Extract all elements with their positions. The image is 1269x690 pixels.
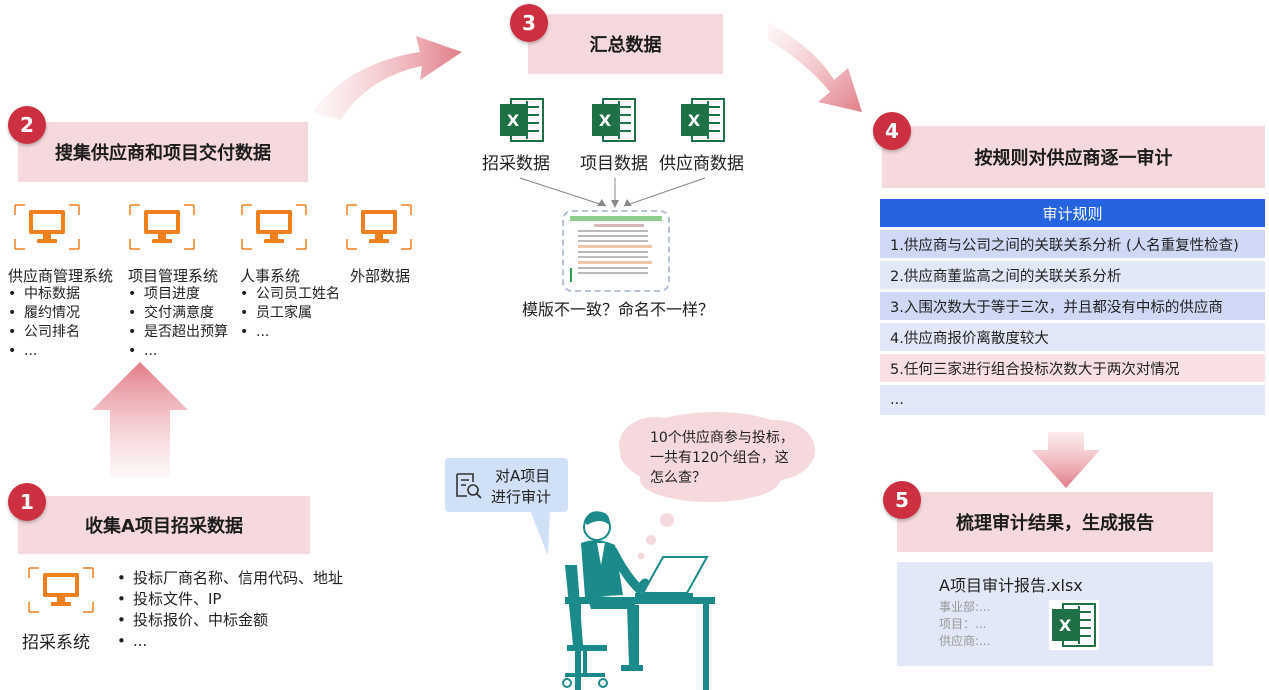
excel-file-icon: X — [500, 98, 544, 142]
computer-monitor-icon — [346, 204, 412, 250]
audit-icon — [456, 473, 482, 499]
template-preview — [562, 210, 670, 292]
file-label-supplier: 供应商数据 — [659, 154, 744, 174]
step1-title-box: 收集A项目招采数据 — [18, 496, 310, 554]
audit-callout: 对A项目 进行审计 — [445, 458, 568, 512]
svg-text:X: X — [688, 111, 701, 130]
step1-number-badge: 1 — [8, 483, 46, 521]
list-item: ... — [8, 342, 80, 361]
svg-text:X: X — [1059, 616, 1072, 635]
step5-number-badge: 5 — [883, 481, 921, 519]
step3-number-badge: 3 — [510, 4, 548, 42]
report-line-department: 事业部:... — [939, 600, 991, 614]
arrow-file3-to-template — [623, 177, 706, 207]
step3-title-box: 汇总数据 — [528, 14, 723, 74]
list-item: 投标文件、IP — [117, 589, 343, 610]
svg-text:X: X — [599, 111, 612, 130]
thought-line2: 一共有120个组合，这 — [650, 450, 789, 466]
excel-file-icon: X — [592, 98, 636, 142]
list-item: 是否超出预算 — [128, 323, 228, 342]
list-item: ... — [240, 323, 340, 342]
list-item: ... — [128, 342, 228, 361]
table-row: 5.任何三家进行组合投标次数大于两次对情况 — [880, 354, 1265, 382]
step4-title: 按规则对供应商逐一审计 — [974, 148, 1173, 169]
audit-rules-header: 审计规则 — [880, 199, 1265, 227]
callout-tail — [530, 510, 550, 556]
system-label-hr: 人事系统 — [240, 267, 301, 285]
computer-monitor-icon — [129, 204, 195, 250]
list-item: 中标数据 — [8, 285, 80, 304]
table-row: 4.供应商报价离散度较大 — [880, 323, 1265, 351]
file-label-procurement: 招采数据 — [482, 154, 550, 174]
step1-title: 收集A项目招采数据 — [85, 516, 243, 537]
report-filename: A项目审计报告.xlsx — [939, 576, 1083, 595]
list-item: 公司排名 — [8, 323, 80, 342]
system-label-supplier: 供应商管理系统 — [8, 267, 114, 285]
computer-monitor-icon — [28, 567, 94, 613]
arrow-4-to-5 — [1032, 432, 1100, 488]
step2-number-badge: 2 — [8, 106, 46, 144]
computer-monitor-icon — [14, 204, 80, 250]
table-row: 2.供应商董监高之间的关联关系分析 — [880, 261, 1265, 289]
file-label-project: 项目数据 — [580, 154, 648, 174]
step3-title: 汇总数据 — [589, 35, 662, 56]
step4-title-box: 按规则对供应商逐一审计 — [882, 126, 1265, 188]
table-row: ... — [880, 385, 1265, 415]
callout-line2: 进行审计 — [491, 488, 552, 506]
arrow-file1-to-template — [519, 177, 607, 207]
list-item: 项目进度 — [128, 285, 228, 304]
table-row: 3.入围次数大于等于三次，并且都没有中标的供应商 — [880, 292, 1265, 320]
thought-bubble — [619, 412, 815, 560]
list-item: 投标厂商名称、信用代码、地址 — [117, 568, 343, 589]
step2-title: 搜集供应商和项目交付数据 — [55, 143, 271, 164]
list-item: ... — [117, 631, 343, 652]
step2-title-box: 搜集供应商和项目交付数据 — [18, 122, 308, 182]
svg-text:X: X — [507, 111, 520, 130]
hr-system-bullets: 公司员工姓名 员工家属 ... — [240, 285, 340, 342]
step5-title-box: 梳理审计结果，生成报告 — [897, 492, 1213, 552]
list-item: 履约情况 — [8, 304, 80, 323]
report-line-supplier: 供应商:... — [939, 634, 991, 648]
callout-line1: 对A项目 — [495, 467, 551, 485]
step4-number-badge: 4 — [873, 112, 911, 150]
list-item: 员工家属 — [240, 304, 340, 323]
arrow-2-to-3 — [312, 36, 462, 120]
project-system-bullets: 项目进度 交付满意度 是否超出预算 ... — [128, 285, 228, 361]
supplier-system-bullets: 中标数据 履约情况 公司排名 ... — [8, 285, 80, 361]
procurement-bullets: 投标厂商名称、信用代码、地址 投标文件、IP 投标报价、中标金额 ... — [117, 568, 343, 652]
list-item: 公司员工姓名 — [240, 285, 340, 304]
table-row: 1.供应商与公司之间的关联关系分析 (人名重复性检查) — [880, 230, 1265, 258]
excel-file-icon: X — [1049, 600, 1099, 650]
excel-file-icon: X — [681, 98, 725, 142]
auditor-at-desk-illustration — [562, 511, 715, 690]
system-label-project: 项目管理系统 — [128, 267, 219, 285]
list-item: 投标报价、中标金额 — [117, 610, 343, 631]
spreadsheet-thumbnail — [570, 216, 662, 282]
template-question: 模版不一致？命名不一样？ — [522, 300, 715, 319]
computer-monitor-icon — [241, 204, 307, 250]
arrow-3-to-4 — [768, 22, 862, 112]
audit-rules-table: 审计规则 1.供应商与公司之间的关联关系分析 (人名重复性检查) 2.供应商董监… — [880, 199, 1265, 415]
step5-title: 梳理审计结果，生成报告 — [956, 513, 1154, 534]
arrow-1-to-2 — [92, 362, 188, 478]
system-label-external: 外部数据 — [350, 267, 411, 285]
audit-report-card: A项目审计报告.xlsx 事业部:... 项目：... 供应商:... X — [897, 562, 1213, 666]
system-label-procurement: 招采系统 — [22, 633, 90, 653]
list-item: 交付满意度 — [128, 304, 228, 323]
thought-line1: 10个供应商参与投标， — [650, 430, 794, 446]
report-line-project: 项目：... — [939, 617, 987, 631]
thought-line3: 怎么查？ — [650, 470, 706, 486]
